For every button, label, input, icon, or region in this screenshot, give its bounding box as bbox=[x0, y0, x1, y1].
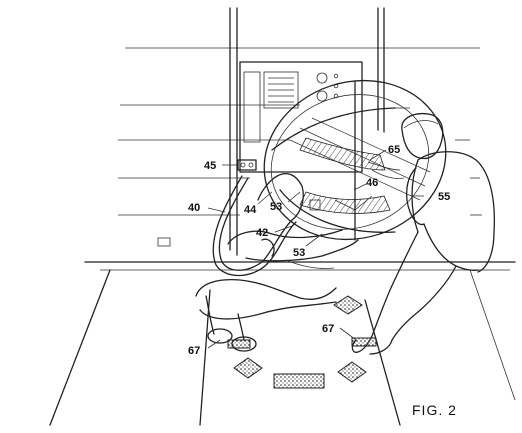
ref-label-67-right: 67 bbox=[322, 323, 334, 335]
foot-restraint-pad bbox=[351, 337, 377, 347]
control-panel bbox=[239, 61, 363, 173]
ref-label-46: 46 bbox=[366, 177, 378, 189]
dial-knob-icon bbox=[316, 90, 328, 102]
spherical-enclosure bbox=[263, 79, 447, 241]
foot-restraint-pad bbox=[227, 339, 251, 349]
ref-label-45: 45 bbox=[204, 160, 216, 172]
foot-restraint-pad bbox=[273, 373, 325, 389]
ref-label-65: 65 bbox=[388, 144, 400, 156]
figure-caption: FIG. 2 bbox=[412, 402, 457, 418]
dial-knob-icon bbox=[316, 72, 328, 84]
leader-lines bbox=[207, 149, 424, 349]
foot-restraint-pad bbox=[337, 361, 367, 383]
ref-label-42: 42 bbox=[256, 227, 268, 239]
floor bbox=[49, 261, 516, 426]
ref-label-44: 44 bbox=[244, 204, 257, 216]
foot-restraint-pad bbox=[333, 295, 363, 315]
ref-label-53-lower: 53 bbox=[293, 247, 305, 259]
ref-label-53-upper: 53 bbox=[270, 201, 282, 213]
ref-label-55: 55 bbox=[438, 191, 450, 203]
subject-figure bbox=[195, 229, 359, 352]
operator-figure bbox=[351, 112, 496, 355]
foot-restraint-pad bbox=[233, 357, 263, 379]
hose-40 bbox=[212, 172, 304, 277]
ref-label-67-left: 67 bbox=[188, 345, 200, 357]
valve-45 bbox=[237, 159, 257, 171]
ref-label-40: 40 bbox=[188, 202, 200, 214]
wall-socket bbox=[157, 237, 171, 247]
operator-head bbox=[401, 112, 444, 160]
